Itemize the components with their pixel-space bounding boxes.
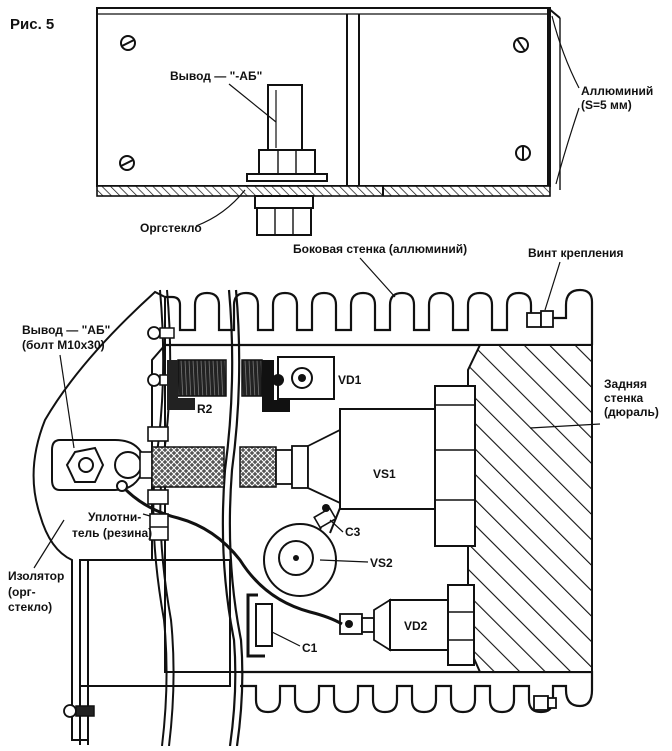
mount-screw-leader (544, 261, 561, 311)
signal-wire (120, 484, 343, 626)
insulator-label-2: (орг- (8, 585, 36, 599)
aluminium-thickness-label: (S=5 мм) (581, 98, 632, 112)
plexiglass-strip (96, 185, 551, 197)
vs2-label: VS2 (370, 556, 393, 570)
break-line-right-2 (228, 289, 244, 747)
rear-wall (467, 344, 593, 673)
terminal-minus-ab-label: Вывод — "-АБ" (170, 69, 262, 83)
aluminium-plate (96, 7, 561, 190)
insulator-label-1: Изолятор (8, 569, 64, 583)
terminal-minus-ab-leader (228, 83, 277, 123)
c1-label: C1 (302, 641, 318, 655)
diode-vd2 (339, 584, 475, 666)
figure-title: Рис. 5 (10, 16, 54, 33)
terminal-ab-lug (51, 439, 147, 491)
capacitor-c1 (246, 593, 273, 658)
rear-wall-label-2: стенка (604, 391, 643, 405)
vs2-leader (319, 559, 369, 563)
vs1-label: VS1 (373, 467, 396, 481)
heatsink-fins-bottom (240, 670, 594, 714)
r2-label: R2 (197, 402, 213, 416)
insulator-label-3: стекло) (8, 600, 52, 614)
plate-screw-top-right (513, 37, 529, 53)
thyristor-vs1 (339, 385, 476, 547)
insulator-leader (33, 519, 65, 569)
rubber-seal (149, 513, 169, 541)
plexiglass-label: Оргстекло (140, 221, 202, 235)
insulator-bottom-screw (63, 704, 95, 718)
aluminium-leader-bottom (555, 107, 580, 185)
busbar-conductor (139, 426, 341, 505)
bottom-mount-screw (533, 695, 557, 711)
mount-screw-label: Винт крепления (528, 246, 624, 260)
top-mount-screw (526, 310, 554, 328)
bottom-view: Боковая стенка (аллюминий) Винт креплени… (8, 242, 659, 747)
c3-label: C3 (345, 525, 361, 539)
terminal-ab-leader (59, 354, 75, 449)
vd1-label: VD1 (338, 373, 362, 387)
plate-screw-bottom-right (515, 145, 531, 161)
break-line-right (221, 289, 237, 747)
top-view: Рис. 5 (10, 7, 653, 236)
rear-wall-leader (529, 423, 601, 429)
side-wall-label: Боковая стенка (аллюминий) (293, 242, 467, 256)
rear-wall-label-3: (дюраль) (604, 405, 659, 419)
terminal-bolt-top (246, 84, 328, 236)
capacitor-c3 (313, 504, 337, 529)
diode-vd1 (262, 356, 335, 412)
resistor-r2 (167, 359, 263, 410)
terminal-ab-label: Вывод — "АБ" (22, 323, 110, 337)
aluminium-leader-top (551, 15, 580, 89)
vd2-label: VD2 (404, 619, 428, 633)
insulator-plate (32, 290, 231, 745)
c1-leader (271, 631, 301, 647)
insulator-screw-top (147, 326, 175, 340)
wire-lug (116, 480, 128, 492)
heatsink-fins-top (165, 288, 594, 345)
terminal-ab-bolt-label: (болт М10х30) (22, 338, 105, 352)
plate-screw-top-left (120, 35, 136, 51)
seal-leader (142, 513, 151, 517)
plate-screw-bottom-left (119, 155, 135, 171)
seal-label-1: Уплотни- (88, 510, 141, 524)
plexiglass-leader (195, 189, 246, 227)
rear-wall-label-1: Задняя (604, 377, 647, 391)
seal-label-2: тель (резина) (72, 526, 152, 540)
c3-leader (329, 519, 344, 533)
aluminium-label: Аллюминий (581, 84, 653, 98)
side-wall-leader (359, 257, 396, 298)
